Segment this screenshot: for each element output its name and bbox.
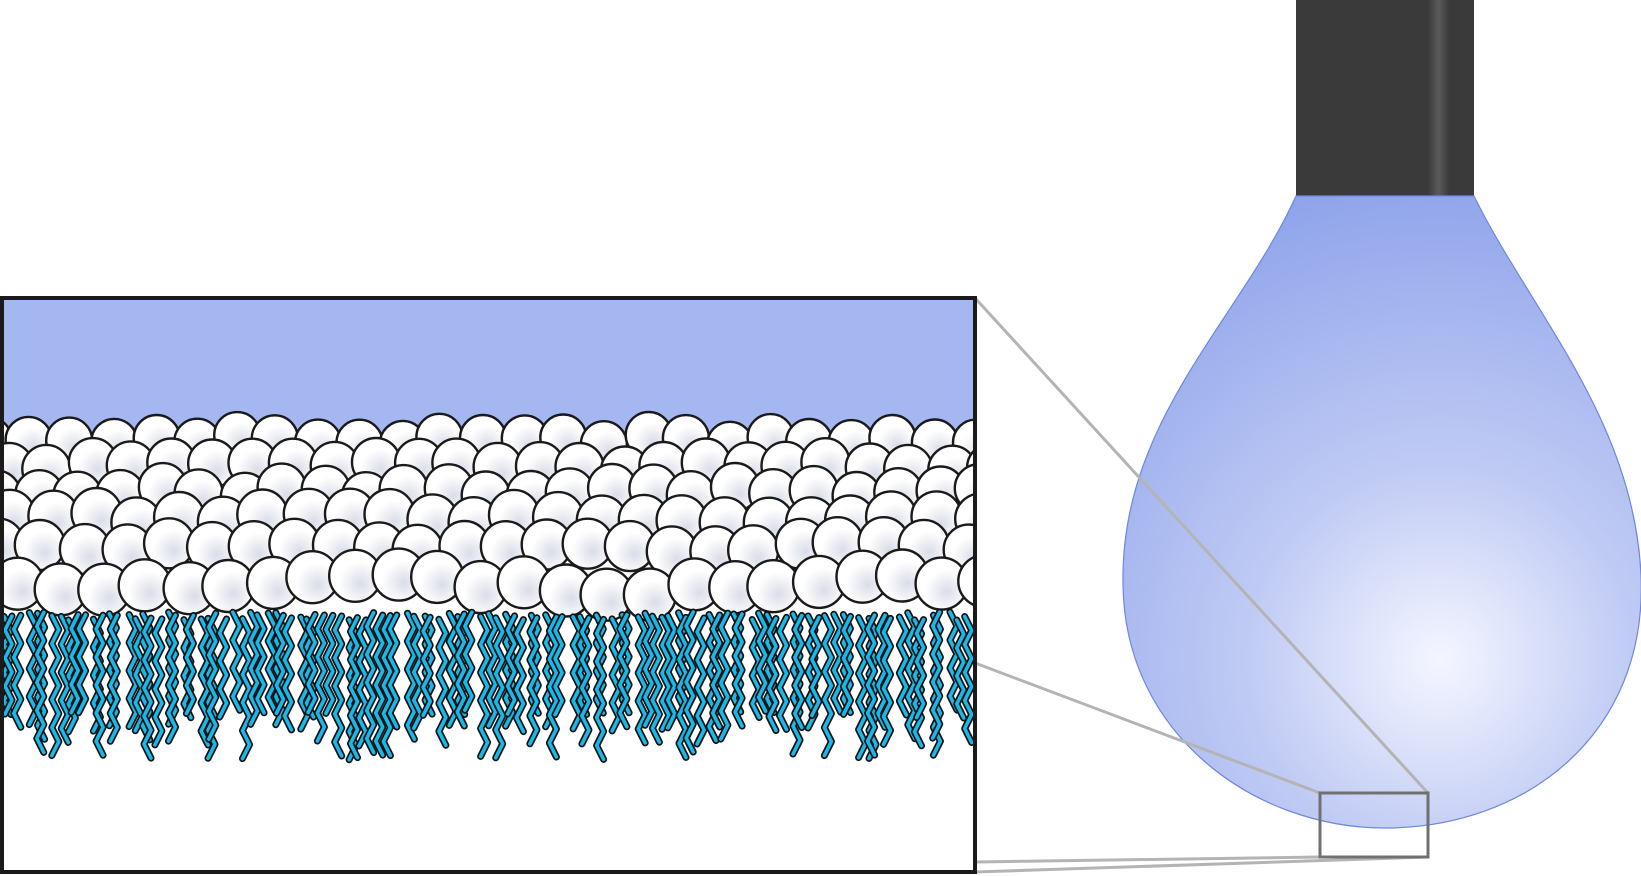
zoom-connector-lines [973, 296, 1430, 874]
lipid-tail [49, 613, 61, 758]
lipid-tail [306, 612, 317, 715]
zoom-line-middle [974, 661, 1321, 795]
lipid-tail [282, 616, 294, 732]
lipid-headgroup [957, 555, 975, 607]
lipid-tail [792, 613, 804, 730]
lipid-tail [199, 617, 210, 747]
lipid-tail [153, 617, 164, 747]
lipid-tail [677, 615, 688, 760]
zoom-line-bottom-b [974, 855, 1429, 874]
lipid-tail [69, 612, 80, 715]
lipid-tail [733, 612, 744, 728]
zoom-line-top [973, 296, 1430, 795]
lipid-tail [547, 615, 559, 759]
lipid-tail [127, 612, 138, 729]
lipid-tail [810, 615, 821, 718]
lipid-tail [665, 614, 677, 730]
lipid-tail [930, 610, 942, 740]
lipid-tail [756, 611, 768, 714]
lipid-tail [34, 610, 46, 755]
lipid-tail [954, 618, 966, 720]
needle-icon [1296, 0, 1474, 196]
lipid-tail [493, 616, 505, 760]
lipid-tail [643, 611, 654, 728]
lipid-tail [478, 614, 490, 759]
lipid-tail [777, 615, 789, 732]
lipid-tail [767, 616, 778, 733]
lipid-tail [553, 614, 564, 717]
lipid-tail [12, 613, 23, 730]
lipid-tail [166, 613, 178, 743]
lipid-tail [618, 613, 629, 729]
panel-frame [0, 296, 977, 874]
lipid-tail [505, 614, 517, 716]
lipid-tail [718, 611, 730, 741]
monolayer-zoom-panel [0, 296, 977, 874]
lipid-tail [865, 613, 877, 757]
lipid-tail [59, 614, 70, 745]
lipid-tail [710, 613, 722, 729]
headgroup-layer [2, 410, 975, 622]
lipid-tail [255, 613, 266, 715]
lipid-tail [841, 614, 853, 717]
lipid-tail [3, 614, 14, 716]
tail-layer [2, 608, 975, 764]
lipid-tail [580, 616, 591, 746]
lipid-tail [184, 613, 196, 716]
lipid-tail [274, 613, 286, 716]
lipid-tail [437, 617, 448, 748]
lipid-tail [914, 617, 926, 720]
lipid-tail [94, 613, 105, 758]
lipid-tail [636, 615, 648, 745]
lipid-tail [822, 613, 834, 758]
lipid-tail [831, 612, 843, 715]
lipid-tail [231, 610, 242, 713]
lipid-tail [357, 618, 368, 748]
lipid-tail [660, 615, 671, 732]
lipid-tail [76, 613, 88, 715]
lipid-tail [142, 616, 153, 760]
lipid-tail [876, 613, 887, 730]
lipid-tail [463, 610, 474, 713]
lipid-tail [447, 611, 459, 728]
lipid-tail [207, 611, 218, 742]
lipid-tail [684, 610, 696, 754]
lipid-tail [217, 617, 229, 719]
lipid-tail [108, 613, 120, 744]
lipid-tail [315, 613, 327, 743]
lipid-tail [695, 616, 706, 746]
lipid-tail [27, 610, 39, 727]
lipid-tail [594, 617, 606, 762]
lipid-headgroup [746, 559, 801, 614]
lipid-tail [455, 612, 467, 728]
lipid-tail [571, 615, 582, 731]
lipid-tail [528, 615, 539, 746]
lipid-tail [881, 616, 893, 747]
region-of-interest-box [1318, 791, 1430, 859]
lipid-tail [421, 615, 433, 718]
lipid-tail [405, 611, 417, 742]
lipid-tail [348, 615, 360, 760]
zoom-line-bottom-a [974, 855, 1321, 864]
lipid-tail [486, 611, 498, 728]
lipid-tail [411, 614, 423, 731]
lipid-tail [948, 610, 959, 712]
lipid-tail [962, 614, 974, 745]
lipid-tail [133, 616, 145, 733]
lipid-tail [381, 613, 393, 758]
pendant-drop-icon [1122, 195, 1641, 829]
lipid-tail [650, 614, 662, 745]
lipid-tail [373, 613, 385, 757]
lipid-tail [324, 613, 335, 716]
lipid-tail [364, 610, 376, 755]
lipid-tail [514, 617, 526, 734]
lipid-tail [332, 614, 344, 758]
lipid-tail [240, 616, 252, 761]
lipid-tail [897, 615, 909, 717]
lipid-tail [248, 610, 260, 727]
lipid-tail [387, 613, 399, 729]
